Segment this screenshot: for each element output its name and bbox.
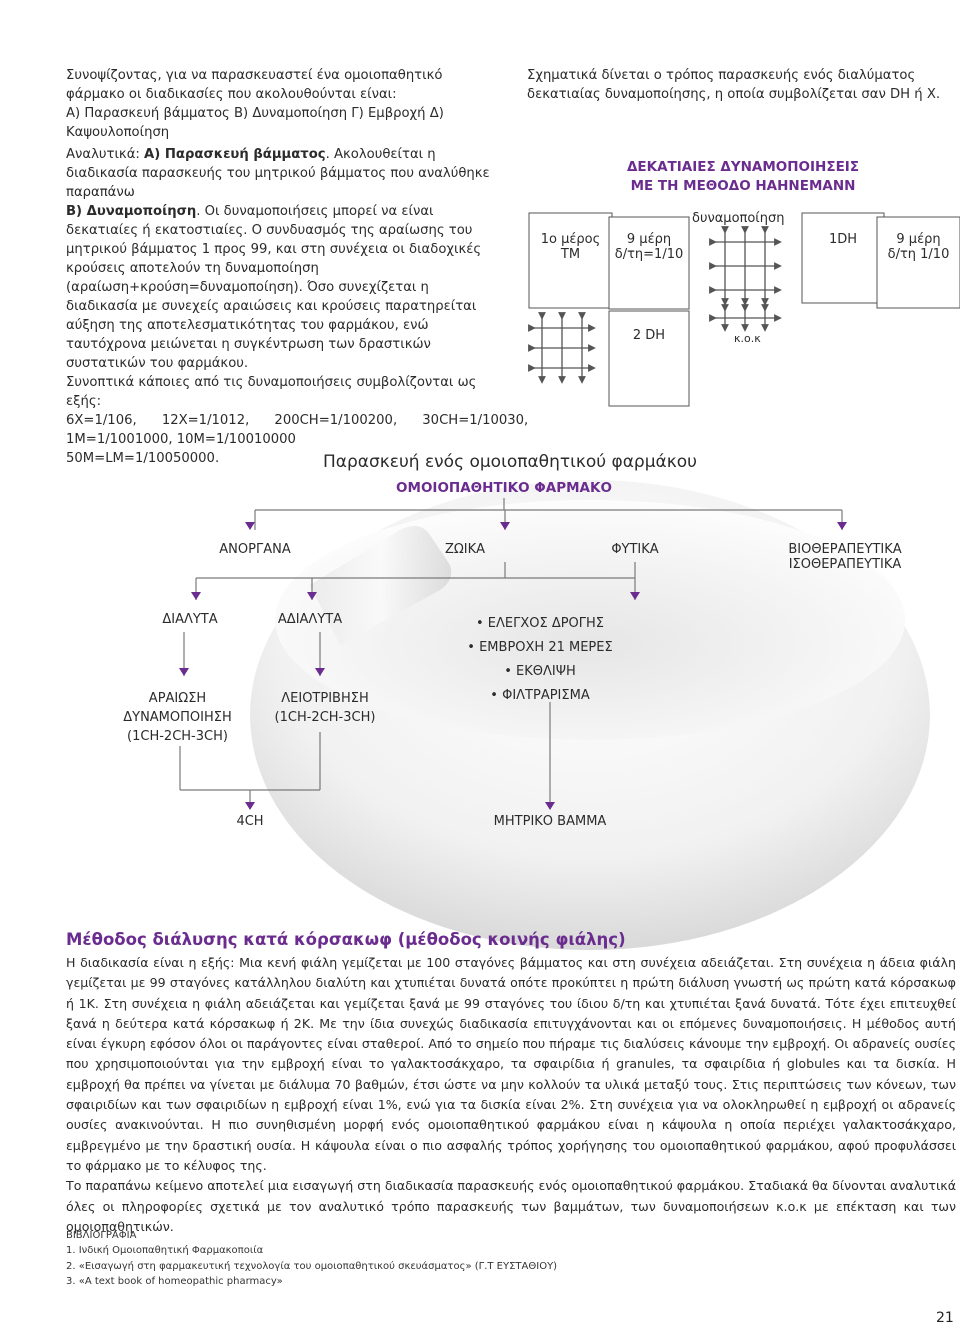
decimal-diagram-title: ΔΕΚΑΤΙΑΙΕΣ ΔΥΝΑΜΟΠΟΙΗΣΕΙΣ ΜΕ ΤΗ ΜΕΘΟΔΟ H…: [527, 158, 959, 196]
result-mother-tincture: ΜΗΤΡΙΚΟ ΒΑΜΜΑ: [493, 814, 607, 829]
step-expression: • ΕΚΘΛΙΨΗ: [504, 664, 576, 679]
formula-line-3: 50M=LM=1/10050000.: [66, 451, 220, 466]
box-solvent-1: [608, 216, 690, 310]
shaking-arrows-bottom: [709, 304, 782, 332]
page-number: 21: [936, 1310, 954, 1326]
reference-item: 2. «Εισαγωγή στη φαρμακευτική τεχνολογία…: [66, 1260, 558, 1272]
dynamization-label: δυναμοποίηση: [692, 211, 785, 226]
diagram-title-line-2: ΜΕ ΤΗ ΜΕΘΟΔΟ HAHNEMANN: [630, 178, 856, 194]
soluble-label: ΔΙΑΛΥΤΑ: [162, 612, 218, 627]
reference-item: 3. «A text book of homeopathic pharmacy»: [66, 1275, 283, 1287]
right-column: Σχηματικά δίνεται ο τρόπος παρασκευής εν…: [527, 66, 959, 104]
step-drug-check: • ΕΛΕΓΧΟΣ ΔΡΟΓΗΣ: [475, 616, 605, 631]
box-solvent-2: [876, 216, 960, 309]
right-intro: Σχηματικά δίνεται ο τρόπος παρασκευής εν…: [527, 68, 941, 102]
trituration-block: ΛΕΙΟΤΡΙΒΗΣΗ(1CH-2CH-3CH): [274, 691, 376, 725]
formula-line-2: 1M=1/1001000, 10M=1/10010000: [66, 432, 296, 447]
plant-steps-list: • ΕΛΕΓΧΟΣ ΔΡΟΓΗΣ • ΕΜΒΡΟΧΗ 21 ΜΕΡΕΣ • ΕΚ…: [450, 612, 630, 708]
shaking-arrows-left: [528, 312, 596, 384]
box-mother-tincture: [528, 212, 613, 309]
mortar-pestle-image: [250, 480, 930, 950]
korsakov-section: Μέθοδος διάλυσης κατά κόρσακωφ (μέθοδος …: [66, 930, 956, 1237]
dynamization-paragraph: Β) Δυναμοποίηση. Οι δυναμοποιήσεις μπορε…: [66, 204, 482, 371]
section-heading: Μέθοδος διάλυσης κατά κόρσακωφ (μέθοδος …: [66, 930, 626, 949]
box5-label: 2 DH: [632, 328, 666, 343]
reference-item: 1. Ινδική Ομοιοπαθητική Φαρμακοποιία: [66, 1245, 264, 1257]
step-maceration: • ΕΜΒΡΟΧΗ 21 ΜΕΡΕΣ: [467, 640, 613, 655]
bibliography: ΒΙΒΛΙΟΓΡΑΦΙΑ 1. Ινδική Ομοιοπαθητική Φαρ…: [66, 1228, 557, 1289]
category-plant: ΦΥΤΙΚΑ: [611, 542, 659, 557]
shaking-arrows-top: [709, 226, 782, 306]
insoluble-label: ΑΔΙΑΛΥΤΑ: [277, 612, 343, 627]
bibliography-heading: ΒΙΒΛΙΟΓΡΑΦΙΑ: [66, 1230, 137, 1241]
step-filtering: • ΦΙΛΤΡΑΡΙΣΜΑ: [490, 688, 590, 703]
flowchart-title: Παρασκευή ενός ομοιοπαθητικού φαρμάκου: [323, 452, 697, 472]
diagram-title-line-1: ΔΕΚΑΤΙΑΙΕΣ ΔΥΝΑΜΟΠΟΙΗΣΕΙΣ: [626, 159, 860, 175]
summary-text: Συνοπτικά κάποιες από τις δυναμοποιήσεις…: [66, 375, 477, 409]
category-inorganic: ΑΝΟΡΓΑΝΑ: [219, 542, 291, 557]
box-2dh: [608, 310, 690, 407]
left-column: Συνοψίζοντας, για να παρασκευαστεί ένα ο…: [66, 66, 528, 468]
box3-label: 1DH: [828, 232, 858, 247]
box-1dh: [801, 212, 885, 304]
closing-paragraph: Το παραπάνω κείμενο αποτελεί μια εισαγωγ…: [66, 1178, 956, 1234]
intro-paragraph: Συνοψίζοντας, για να παρασκευαστεί ένα ο…: [66, 68, 443, 102]
analytic-paragraph: Αναλυτικά: Α) Παρασκευή βάμματος. Ακολου…: [66, 147, 490, 200]
flowchart-root: ΟΜΟΙΟΠΑΘΗΤΙΚΟ ΦΑΡΜΑΚΟ: [396, 480, 612, 496]
etc-label: κ.ο.κ: [734, 332, 761, 345]
category-animal: ΖΩΙΚΑ: [444, 542, 486, 557]
korsakov-paragraph: Η διαδικασία είναι η εξής: Μια κενή φιάλ…: [66, 955, 956, 1173]
result-4ch: 4CH: [236, 814, 264, 829]
process-list: Α) Παρασκευή βάμματος Β) Δυναμοποίηση Γ)…: [66, 106, 444, 140]
dilution-diagram: [528, 212, 960, 407]
